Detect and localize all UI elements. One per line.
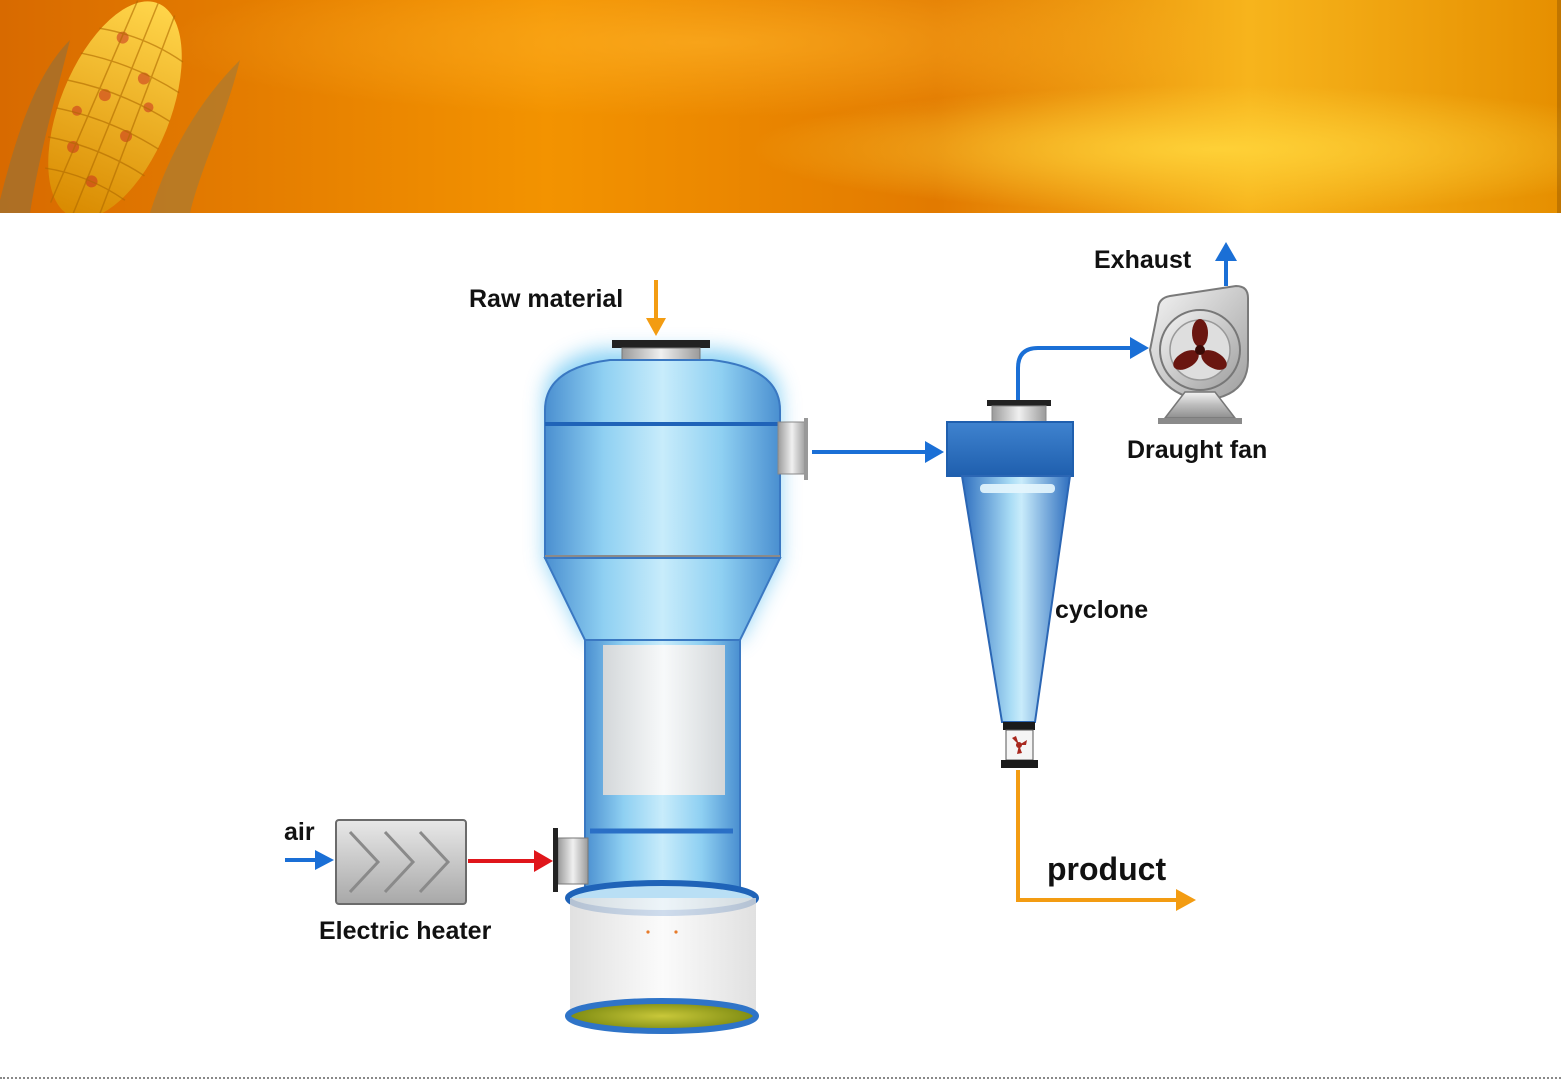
electric-heater bbox=[336, 820, 466, 904]
footer-divider bbox=[0, 1077, 1561, 1079]
draught-fan bbox=[1150, 286, 1248, 424]
label-cyclone: cyclone bbox=[1055, 596, 1148, 624]
label-product: product bbox=[1047, 851, 1166, 887]
dryer-vessel bbox=[545, 340, 808, 1031]
flow-product bbox=[1018, 770, 1196, 911]
flow-exhaust bbox=[1215, 242, 1237, 286]
label-draught-fan: Draught fan bbox=[1127, 436, 1267, 464]
label-electric-heater: Electric heater bbox=[319, 917, 492, 945]
flow-air-in bbox=[285, 850, 334, 870]
flow-dryer-to-cyclone bbox=[812, 441, 944, 463]
flow-hot-air bbox=[468, 850, 553, 872]
flow-raw-material bbox=[646, 280, 666, 336]
label-air: air bbox=[284, 818, 315, 846]
label-raw-material: Raw material bbox=[469, 285, 623, 313]
cyclone-separator bbox=[947, 400, 1073, 768]
top-flange bbox=[612, 340, 710, 348]
flow-cyclone-to-fan bbox=[1018, 337, 1149, 400]
label-exhaust: Exhaust bbox=[1094, 246, 1192, 274]
